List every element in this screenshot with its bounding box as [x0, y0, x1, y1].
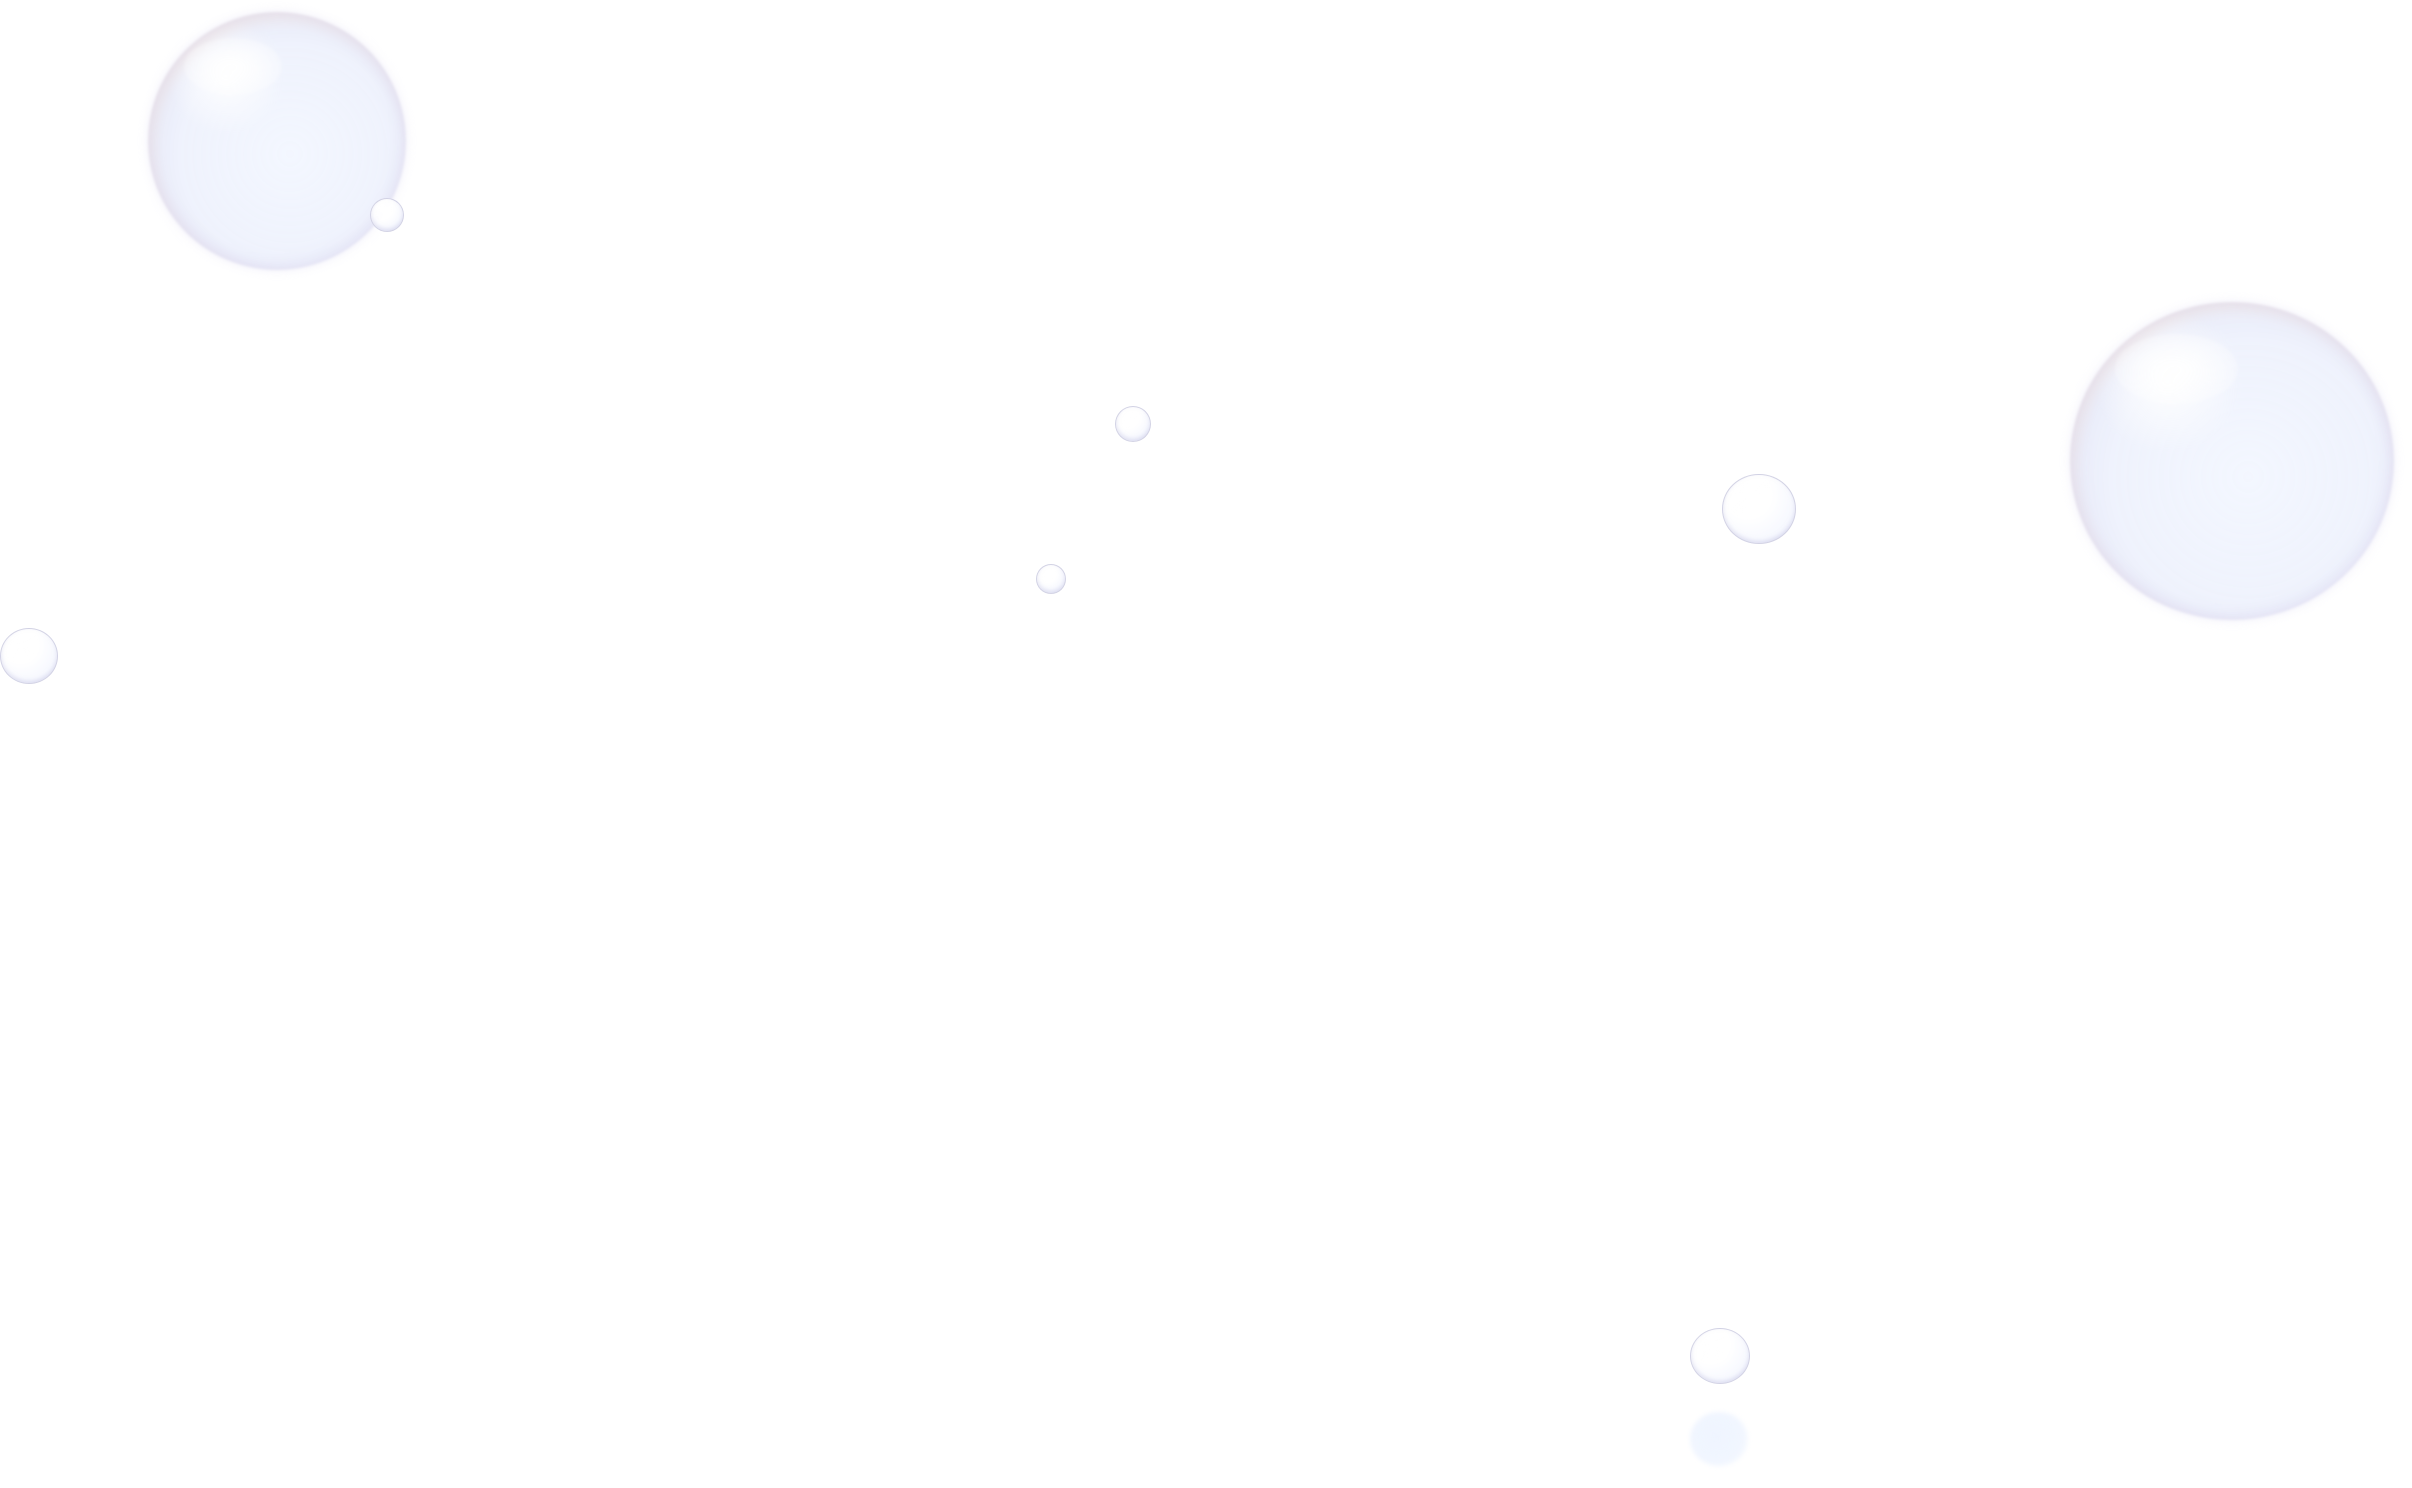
faint-bubble-bottom — [1690, 1412, 1748, 1466]
large-bubble-right — [2070, 302, 2394, 620]
small-bubble-left-edge — [0, 628, 58, 684]
small-bubble-center-right — [1722, 474, 1796, 544]
small-bubble-center-upper — [1115, 406, 1151, 442]
small-bubble-near-top-left — [370, 198, 404, 232]
small-bubble-center — [1036, 564, 1066, 594]
large-bubble-top-left — [148, 12, 406, 270]
small-bubble-bottom — [1690, 1328, 1750, 1384]
